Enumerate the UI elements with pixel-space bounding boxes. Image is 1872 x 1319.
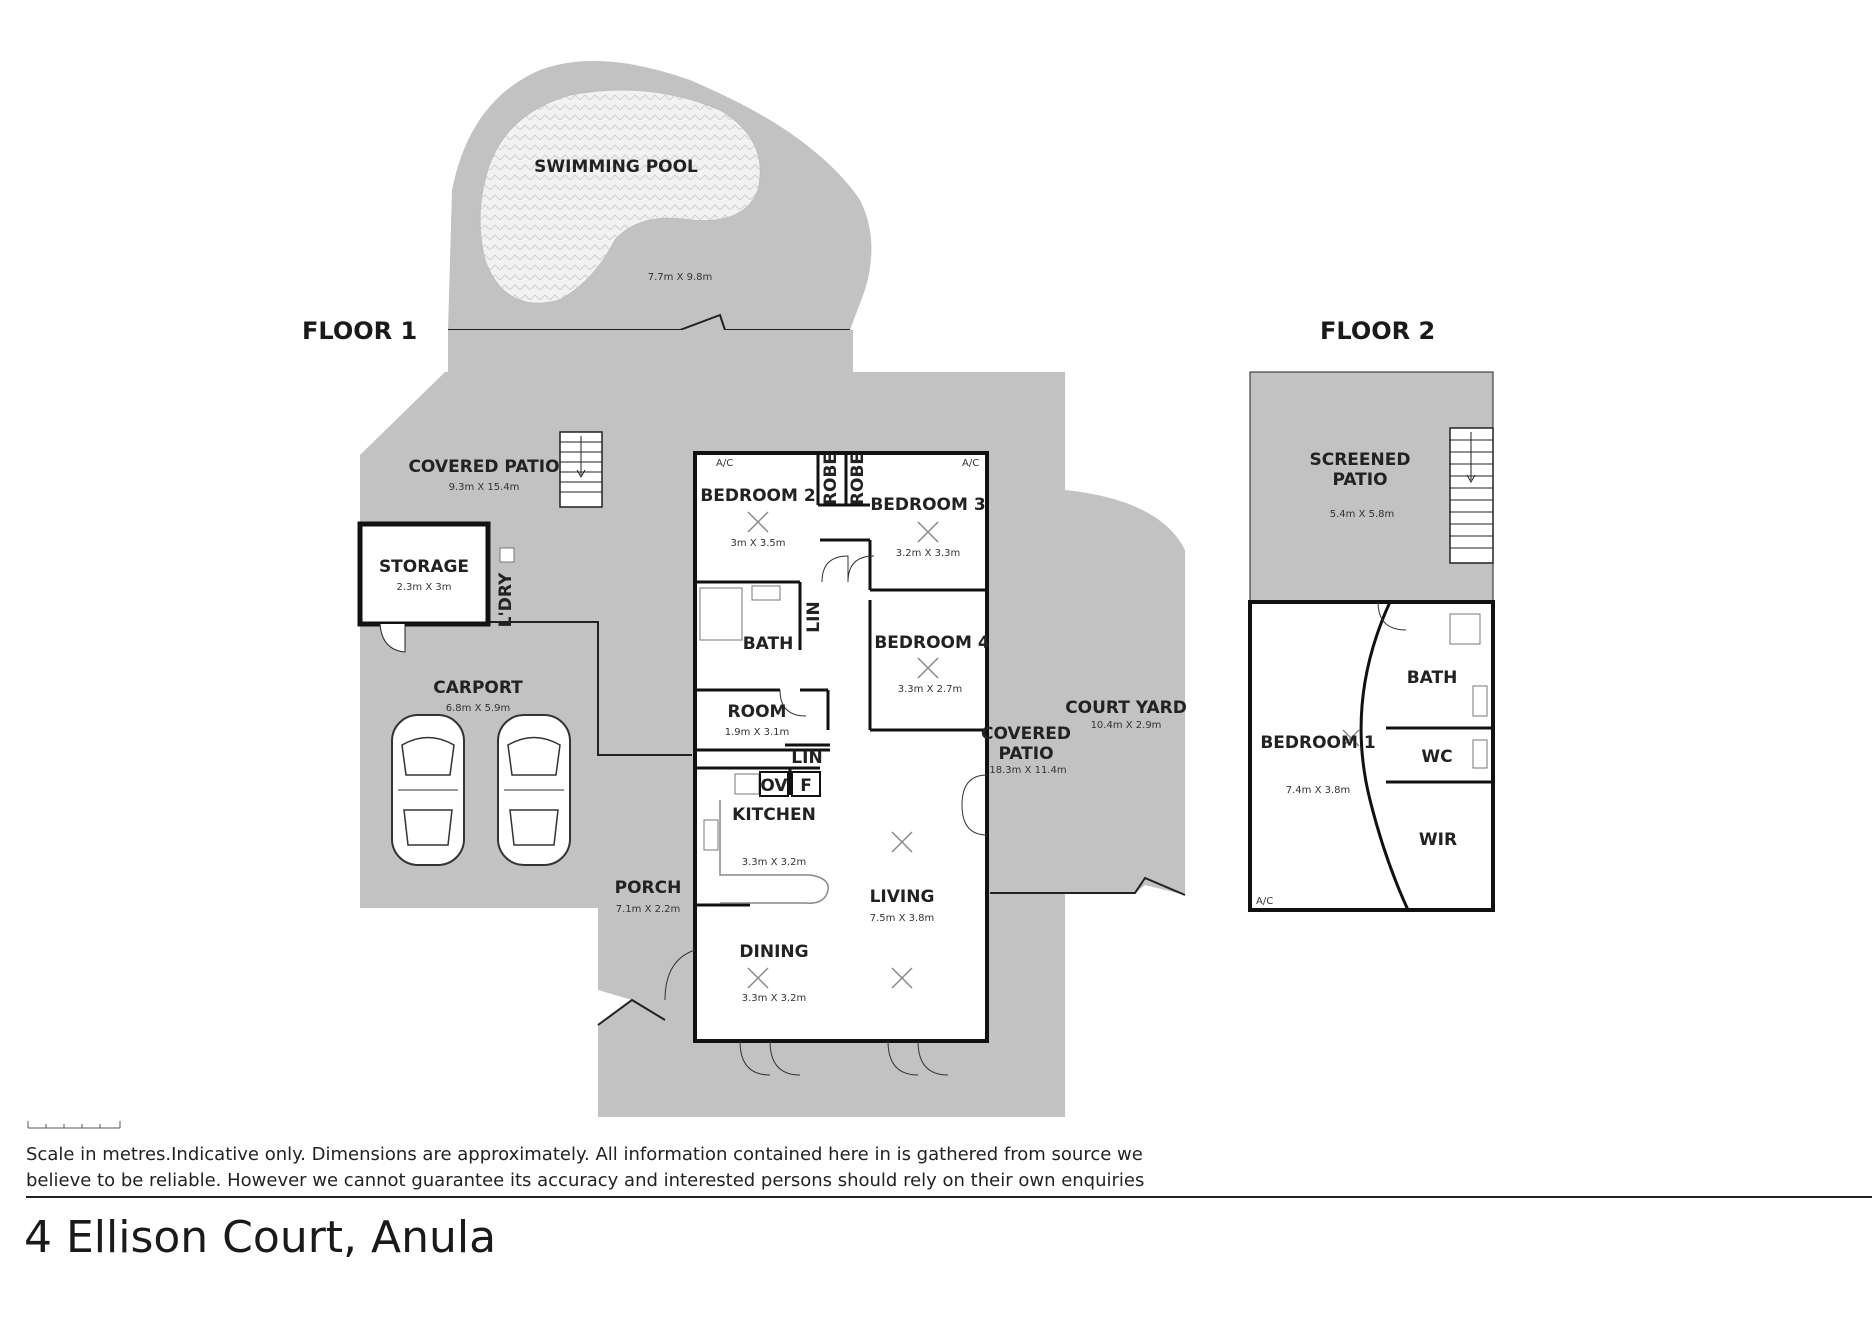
internal-walls bbox=[695, 453, 987, 907]
oven-label: OV bbox=[760, 776, 788, 796]
storage-label: STORAGE bbox=[379, 557, 469, 577]
covered-patio-side-label1: COVERED bbox=[981, 724, 1071, 744]
cooktop-icon bbox=[734, 773, 760, 795]
floor1-title: FLOOR 1 bbox=[302, 317, 417, 345]
porch-dim: 7.1m X 2.2m bbox=[616, 904, 681, 915]
court-yard-dim: 10.4m X 2.9m bbox=[1091, 720, 1162, 731]
bath1-label: BATH bbox=[743, 634, 794, 654]
room-label: ROOM bbox=[728, 702, 787, 722]
laundry-sink-icon bbox=[499, 547, 515, 563]
bedroom2-dim: 3m X 3.5m bbox=[731, 538, 786, 549]
bath-vanity-icon bbox=[751, 585, 781, 601]
upper-stairs bbox=[1449, 427, 1494, 564]
disclaimer-line-2: believe to be reliable. However we canno… bbox=[26, 1170, 1145, 1191]
room-dim: 1.9m X 3.1m bbox=[725, 727, 790, 738]
upper-walls bbox=[1359, 601, 1493, 911]
kitchen-label: KITCHEN bbox=[732, 805, 816, 825]
screened-patio-label2: PATIO bbox=[1332, 470, 1387, 490]
fridge-box bbox=[791, 771, 821, 797]
disclaimer-line-1: Scale in metres.Indicative only. Dimensi… bbox=[26, 1144, 1143, 1165]
kitchen-bench bbox=[719, 800, 829, 904]
covered-patio-side-label2: PATIO bbox=[998, 744, 1053, 764]
screened-patio-label1: SCREENED bbox=[1310, 450, 1411, 470]
bath-tub-icon bbox=[699, 587, 743, 641]
lin2-label: LIN bbox=[791, 748, 822, 768]
court-yard-line bbox=[990, 876, 1186, 896]
floor2-title: FLOOR 2 bbox=[1320, 317, 1435, 345]
court-yard-label: COURT YARD bbox=[1065, 698, 1187, 718]
scale-bar bbox=[27, 1121, 121, 1129]
fridge-label: F bbox=[800, 776, 812, 796]
ac-label: A/C bbox=[716, 458, 733, 469]
covered-patio-side-dim: 18.3m X 11.4m bbox=[989, 765, 1066, 776]
pool-walkway bbox=[448, 330, 853, 375]
sink-icon bbox=[703, 819, 719, 851]
bedroom3-dim: 3.2m X 3.3m bbox=[896, 548, 961, 559]
oven-box bbox=[759, 771, 789, 797]
bedroom3-label: BEDROOM 3 bbox=[870, 495, 985, 515]
screened-patio-dim: 5.4m X 5.8m bbox=[1330, 509, 1395, 520]
kitchen-dim: 3.3m X 3.2m bbox=[742, 857, 807, 868]
car-icon bbox=[497, 714, 571, 866]
bedroom4-label: BEDROOM 4 bbox=[874, 633, 990, 653]
property-address: 4 Ellison Court, Anula bbox=[24, 1212, 497, 1263]
robe2-label: ROBE bbox=[848, 453, 868, 505]
court-yard-area bbox=[1065, 490, 1185, 895]
storage-room bbox=[357, 521, 491, 627]
pool-dim: 7.7m X 9.8m bbox=[648, 272, 713, 283]
pool-label: SWIMMING POOL bbox=[534, 157, 698, 177]
lin1-label: LIN bbox=[804, 601, 824, 632]
living-dim: 7.5m X 3.8m bbox=[870, 913, 935, 924]
ceiling-fan-icon bbox=[747, 511, 939, 989]
covered-patio-back-dim: 9.3m X 15.4m bbox=[449, 482, 520, 493]
house-footprint bbox=[693, 451, 989, 1043]
divider bbox=[26, 1196, 1872, 1198]
door-swings bbox=[664, 555, 988, 1076]
bedroom1-fan-icon bbox=[1342, 729, 1360, 747]
upper-fixtures bbox=[1449, 613, 1488, 769]
disclaimer: Scale in metres.Indicative only. Dimensi… bbox=[26, 1142, 1226, 1194]
bedroom1-label: BEDROOM 1 bbox=[1260, 733, 1375, 753]
porch-edge bbox=[597, 998, 666, 1026]
laundry-label: L'DRY bbox=[496, 572, 516, 627]
living-label: LIVING bbox=[870, 887, 935, 907]
covered-patio-back-label: COVERED PATIO bbox=[408, 457, 559, 477]
dining-label: DINING bbox=[739, 942, 808, 962]
robe1-label: ROBE bbox=[821, 453, 841, 505]
dining-dim: 3.3m X 3.2m bbox=[742, 993, 807, 1004]
swimming-pool bbox=[479, 89, 761, 304]
ac-label: A/C bbox=[1256, 896, 1273, 907]
storage-dim: 2.3m X 3m bbox=[397, 582, 452, 593]
storage-door bbox=[379, 623, 406, 653]
porch-label: PORCH bbox=[615, 878, 682, 898]
bath2-label: BATH bbox=[1407, 668, 1458, 688]
wc-label: WC bbox=[1421, 747, 1452, 767]
bedroom1-dim: 7.4m X 3.8m bbox=[1286, 785, 1351, 796]
ac-label: A/C bbox=[962, 458, 979, 469]
carport-label: CARPORT bbox=[433, 678, 523, 698]
bedroom4-dim: 3.3m X 2.7m bbox=[898, 684, 963, 695]
patio-stairs bbox=[559, 431, 603, 508]
carport-dim: 6.8m X 5.9m bbox=[446, 703, 511, 714]
bedroom2-label: BEDROOM 2 bbox=[700, 486, 815, 506]
car-icon bbox=[391, 714, 465, 866]
upper-door bbox=[1377, 601, 1407, 631]
wir-label: WIR bbox=[1419, 830, 1457, 850]
